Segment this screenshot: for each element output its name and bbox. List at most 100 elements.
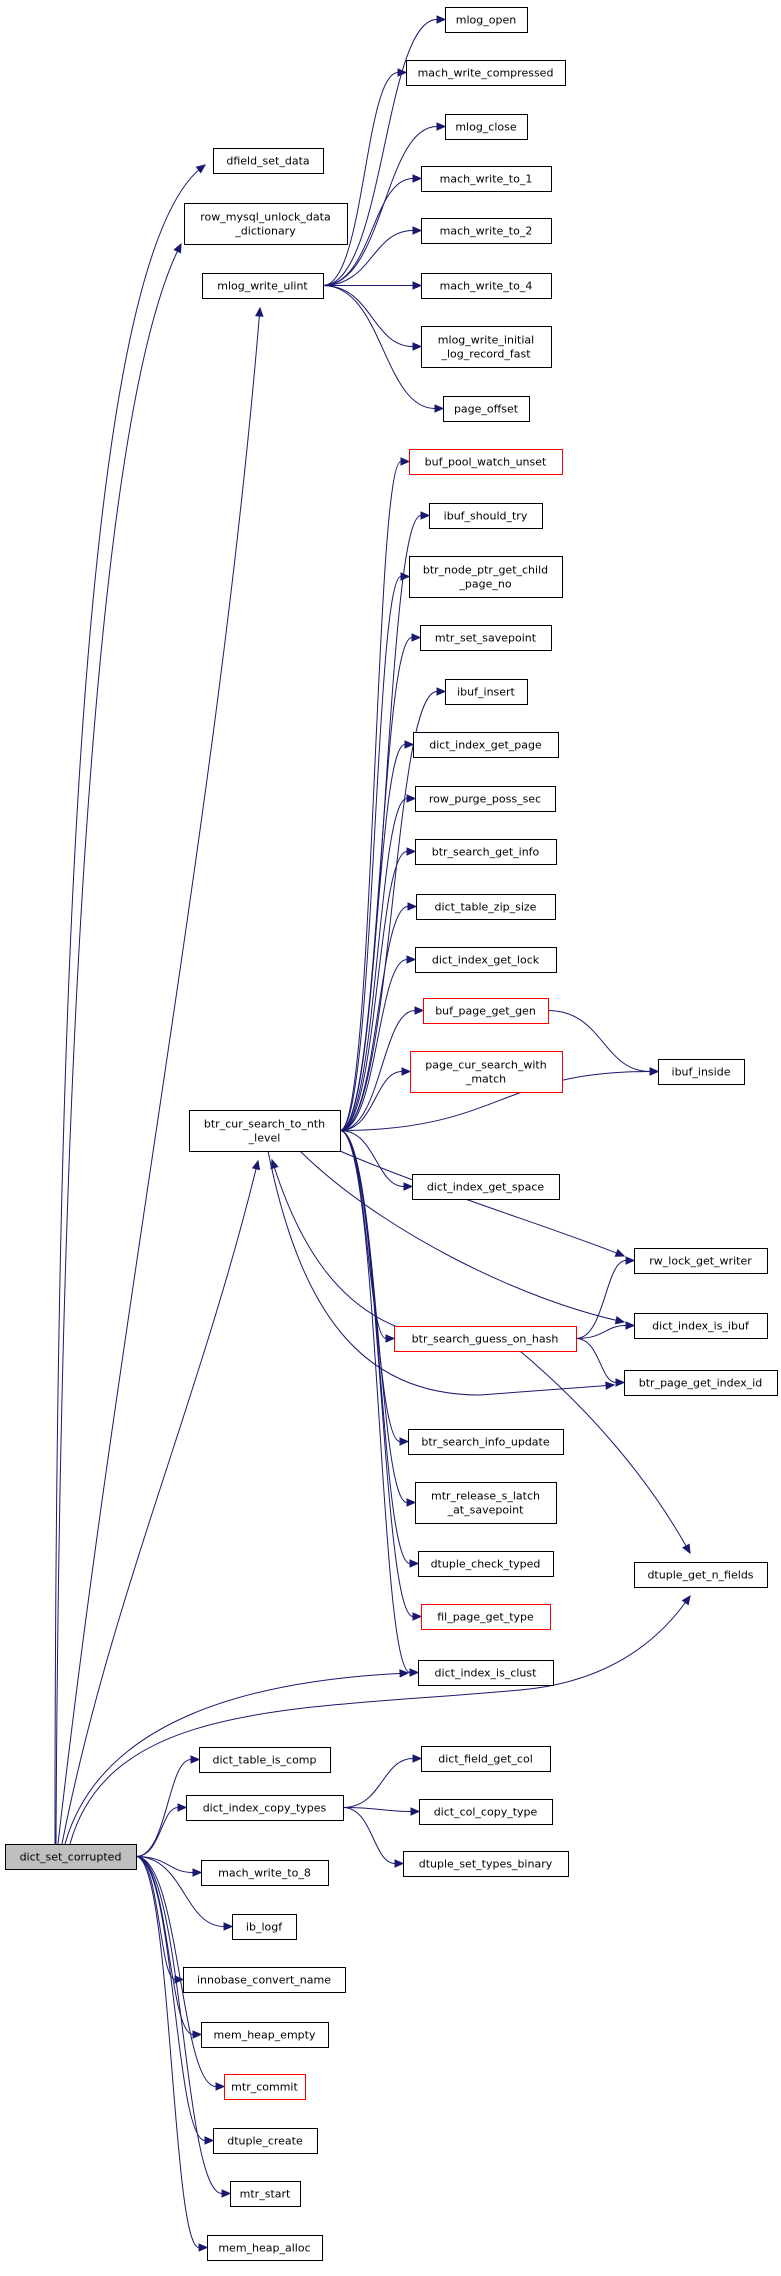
node-box[interactable] (415, 786, 556, 812)
node-box[interactable] (421, 1604, 551, 1630)
node-dict-index-get-page[interactable]: dict_index_get_page (413, 732, 559, 758)
node-box[interactable] (410, 1051, 563, 1093)
node-box[interactable] (419, 1799, 553, 1825)
node-dict-field-get-col[interactable]: dict_field_get_col (421, 1746, 551, 1772)
node-btr-page-get-index-id[interactable]: btr_page_get_index_id (624, 1370, 778, 1396)
node-dict-table-is-comp[interactable]: dict_table_is_comp (199, 1747, 331, 1773)
node-ibuf-should-try[interactable]: ibuf_should_try (429, 503, 543, 529)
node-dtuple-create[interactable]: dtuple_create (213, 2128, 318, 2154)
node-box[interactable] (189, 1110, 341, 1152)
node-box[interactable] (443, 396, 530, 422)
node-dict-index-get-space[interactable]: dict_index_get_space (412, 1174, 560, 1200)
node-box[interactable] (415, 947, 557, 973)
node-box[interactable] (406, 60, 566, 86)
node-ib-logf[interactable]: ib_logf (232, 1914, 297, 1940)
node-mlog-open[interactable]: mlog_open (445, 7, 528, 33)
node-box[interactable] (201, 2022, 329, 2048)
node-dict-index-is-clust[interactable]: dict_index_is_clust (418, 1660, 554, 1686)
node-dict-index-is-ibuf[interactable]: dict_index_is_ibuf (634, 1313, 768, 1339)
node-box[interactable] (415, 839, 557, 865)
node-box[interactable] (201, 1860, 329, 1886)
node-ibuf-insert[interactable]: ibuf_insert (445, 679, 528, 705)
node-mlog-write-initial-log-record-fast[interactable]: mlog_write_initial_log_record_fast (421, 326, 552, 368)
node-box[interactable] (445, 114, 528, 140)
node-page-cur-search-with-match[interactable]: page_cur_search_with_match (410, 1051, 563, 1093)
node-row-mysql-unlock-data-dictionary[interactable]: row_mysql_unlock_data_dictionary (184, 203, 348, 245)
node-mach-write-to-1[interactable]: mach_write_to_1 (421, 166, 552, 192)
node-dict-index-copy-types[interactable]: dict_index_copy_types (186, 1795, 344, 1821)
node-box[interactable] (403, 1851, 569, 1877)
node-dtuple-set-types-binary[interactable]: dtuple_set_types_binary (403, 1851, 569, 1877)
node-box[interactable] (230, 2181, 301, 2207)
node-mach-write-to-8[interactable]: mach_write_to_8 (201, 1860, 329, 1886)
node-dict-col-copy-type[interactable]: dict_col_copy_type (419, 1799, 553, 1825)
node-btr-search-guess-on-hash[interactable]: btr_search_guess_on_hash (394, 1326, 577, 1352)
node-box[interactable] (415, 1482, 557, 1524)
node-box[interactable] (421, 1746, 551, 1772)
node-box[interactable] (429, 503, 543, 529)
node-row-purge-poss-sec[interactable]: row_purge_poss_sec (415, 786, 556, 812)
node-dtuple-get-n-fields[interactable]: dtuple_get_n_fields (634, 1562, 768, 1588)
node-dtuple-check-typed[interactable]: dtuple_check_typed (418, 1551, 554, 1577)
node-box[interactable] (421, 166, 552, 192)
node-btr-cur-search-to-nth-level[interactable]: btr_cur_search_to_nth_level (189, 1110, 341, 1152)
node-box[interactable] (420, 625, 552, 651)
node-box[interactable] (634, 1562, 768, 1588)
node-box[interactable] (634, 1313, 768, 1339)
node-box[interactable] (408, 1429, 564, 1455)
node-mlog-write-ulint[interactable]: mlog_write_ulint (202, 273, 324, 299)
node-box[interactable] (199, 1747, 331, 1773)
node-box[interactable] (418, 1660, 554, 1686)
node-mach-write-compressed[interactable]: mach_write_compressed (406, 60, 566, 86)
node-box[interactable] (186, 1795, 344, 1821)
node-mach-write-to-2[interactable]: mach_write_to_2 (421, 218, 552, 244)
node-btr-node-ptr-get-child-page-no[interactable]: btr_node_ptr_get_child_page_no (409, 556, 563, 598)
node-box[interactable] (232, 1914, 297, 1940)
node-mtr-start[interactable]: mtr_start (230, 2181, 301, 2207)
node-btr-search-get-info[interactable]: btr_search_get_info (415, 839, 557, 865)
node-fil-page-get-type[interactable]: fil_page_get_type (421, 1604, 551, 1630)
node-box[interactable] (418, 1551, 554, 1577)
node-box[interactable] (416, 894, 556, 920)
node-box[interactable] (413, 732, 559, 758)
node-buf-pool-watch-unset[interactable]: buf_pool_watch_unset (409, 449, 563, 475)
node-box[interactable] (412, 1174, 560, 1200)
node-box[interactable] (213, 2128, 318, 2154)
node-innobase-convert-name[interactable]: innobase_convert_name (183, 1967, 346, 1993)
node-box[interactable] (224, 2074, 306, 2100)
node-box[interactable] (184, 203, 348, 245)
node-ibuf-inside[interactable]: ibuf_inside (658, 1059, 745, 1085)
node-box[interactable] (423, 998, 549, 1024)
node-box[interactable] (183, 1967, 346, 1993)
node-box[interactable] (445, 7, 528, 33)
node-mach-write-to-4[interactable]: mach_write_to_4 (421, 273, 552, 299)
node-box[interactable] (5, 1844, 137, 1870)
node-box[interactable] (409, 556, 563, 598)
node-buf-page-get-gen[interactable]: buf_page_get_gen (423, 998, 549, 1024)
node-page-offset[interactable]: page_offset (443, 396, 530, 422)
node-dfield-set-data[interactable]: dfield_set_data (213, 148, 324, 174)
node-mtr-commit[interactable]: mtr_commit (224, 2074, 306, 2100)
node-box[interactable] (213, 148, 324, 174)
node-mlog-close[interactable]: mlog_close (445, 114, 528, 140)
node-box[interactable] (658, 1059, 745, 1085)
node-dict-set-corrupted[interactable]: dict_set_corrupted (5, 1844, 137, 1870)
node-mtr-release-s-latch-at-savepoint[interactable]: mtr_release_s_latch_at_savepoint (415, 1482, 557, 1524)
node-box[interactable] (207, 2235, 323, 2261)
node-box[interactable] (624, 1370, 778, 1396)
node-btr-search-info-update[interactable]: btr_search_info_update (408, 1429, 564, 1455)
node-box[interactable] (445, 679, 528, 705)
node-box[interactable] (421, 218, 552, 244)
node-box[interactable] (421, 273, 552, 299)
node-box[interactable] (409, 449, 563, 475)
node-box[interactable] (202, 273, 324, 299)
node-dict-index-get-lock[interactable]: dict_index_get_lock (415, 947, 557, 973)
node-box[interactable] (421, 326, 552, 368)
node-mem-heap-alloc[interactable]: mem_heap_alloc (207, 2235, 323, 2261)
node-dict-table-zip-size[interactable]: dict_table_zip_size (416, 894, 556, 920)
node-rw-lock-get-writer[interactable]: rw_lock_get_writer (634, 1248, 768, 1274)
node-mem-heap-empty[interactable]: mem_heap_empty (201, 2022, 329, 2048)
node-mtr-set-savepoint[interactable]: mtr_set_savepoint (420, 625, 552, 651)
node-box[interactable] (634, 1248, 768, 1274)
node-box[interactable] (394, 1326, 577, 1352)
